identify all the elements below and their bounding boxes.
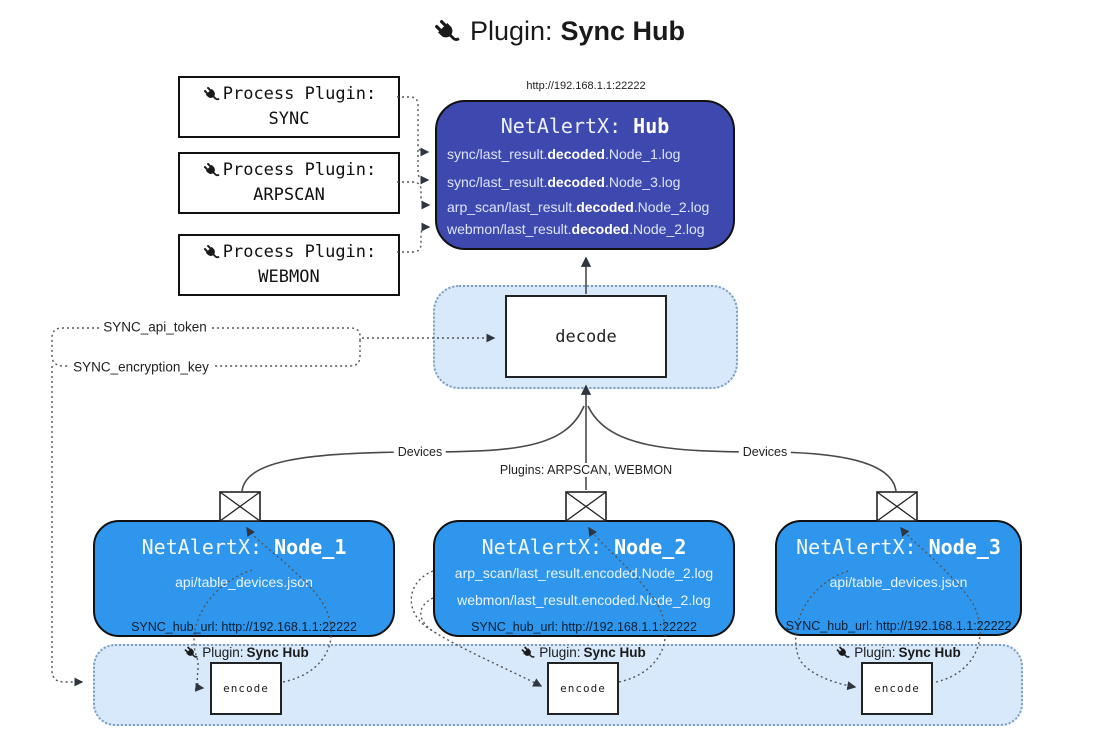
process-plugin-label: Process Plugin: bbox=[222, 242, 377, 262]
plug-icon bbox=[431, 16, 462, 47]
process-plugin-sync: Process Plugin: SYNC bbox=[178, 76, 400, 138]
plug-icon bbox=[201, 85, 221, 104]
hub-log-line: arp_scan/last_result.decoded.Node_2.log bbox=[447, 199, 710, 215]
process-plugin-name: WEBMON bbox=[258, 267, 320, 287]
node-title: NetAlertX: Node_2 bbox=[481, 535, 687, 559]
hub-url-label: http://192.168.1.1:22222 bbox=[526, 80, 646, 92]
page-title-name: Sync Hub bbox=[560, 16, 686, 46]
decode-box: decode bbox=[505, 295, 667, 378]
hub-title-prefix: NetAlertX: bbox=[500, 114, 622, 138]
hub-log-line: webmon/last_result.decoded.Node_2.log bbox=[447, 221, 705, 237]
process-plugin-name: ARPSCAN bbox=[253, 185, 325, 205]
envelope-icon bbox=[876, 491, 918, 522]
node-1-box: NetAlertX: Node_1 api/table_devices.json… bbox=[93, 520, 395, 637]
node-2-box: NetAlertX: Node_2 arp_scan/last_result.e… bbox=[433, 520, 735, 637]
page-title: Plugin: Sync Hub bbox=[0, 16, 1117, 47]
node-hub-url: SYNC_hub_url: http://192.168.1.1:22222 bbox=[131, 620, 357, 634]
sync-encryption-key-label: SYNC_encryption_key bbox=[69, 359, 213, 375]
devices-left-label: Devices bbox=[393, 445, 447, 459]
node-3-box: NetAlertX: Node_3 api/table_devices.json… bbox=[775, 520, 1022, 636]
process-plugin-webmon: Process Plugin: WEBMON bbox=[178, 234, 400, 296]
envelope-icon bbox=[219, 491, 261, 522]
devices-right-label: Devices bbox=[738, 445, 792, 459]
node-file: api/table_devices.json bbox=[175, 574, 313, 590]
node-title: NetAlertX: Node_1 bbox=[141, 535, 347, 559]
plug-icon bbox=[520, 644, 537, 661]
node-file: webmon/last_result.encoded.Node_2.log bbox=[457, 592, 711, 608]
process-plugin-arpscan: Process Plugin: ARPSCAN bbox=[178, 152, 400, 214]
plug-icon bbox=[201, 161, 221, 180]
encode-section-label: Plugin:Sync Hub bbox=[488, 644, 678, 661]
node-file: arp_scan/last_result.encoded.Node_2.log bbox=[454, 565, 714, 581]
process-plugin-label: Process Plugin: bbox=[222, 84, 377, 104]
plug-icon bbox=[201, 243, 221, 262]
encode-box: encode bbox=[861, 662, 933, 715]
plug-icon bbox=[183, 644, 200, 661]
encode-box: encode bbox=[547, 662, 619, 715]
encode-box: encode bbox=[210, 662, 282, 715]
hub-log-line: sync/last_result.decoded.Node_1.log bbox=[447, 146, 681, 162]
hub-title-name: Hub bbox=[633, 114, 670, 138]
node-hub-url: SYNC_hub_url: http://192.168.1.1:22222 bbox=[785, 619, 1012, 633]
process-plugin-label: Process Plugin: bbox=[222, 160, 377, 180]
process-plugin-name: SYNC bbox=[268, 109, 310, 129]
node-hub-url: SYNC_hub_url: http://192.168.1.1:22222 bbox=[471, 620, 697, 634]
plugins-middle-label: Plugins: ARPSCAN, WEBMON bbox=[495, 463, 677, 477]
node-file: api/table_devices.json bbox=[829, 574, 968, 590]
page-title-prefix: Plugin: bbox=[469, 16, 553, 46]
hub-log-line: sync/last_result.decoded.Node_3.log bbox=[447, 174, 681, 190]
hub-box: NetAlertX: Hub sync/last_result.decoded.… bbox=[435, 100, 735, 250]
envelope-icon bbox=[565, 491, 607, 522]
sync-api-token-label: SYNC_api_token bbox=[99, 319, 211, 335]
node-title: NetAlertX: Node_3 bbox=[796, 535, 1001, 559]
plug-icon bbox=[835, 644, 852, 661]
hub-title: NetAlertX: Hub bbox=[437, 114, 733, 138]
encode-section-label: Plugin:Sync Hub bbox=[803, 644, 993, 661]
encode-section-label: Plugin:Sync Hub bbox=[151, 644, 341, 661]
